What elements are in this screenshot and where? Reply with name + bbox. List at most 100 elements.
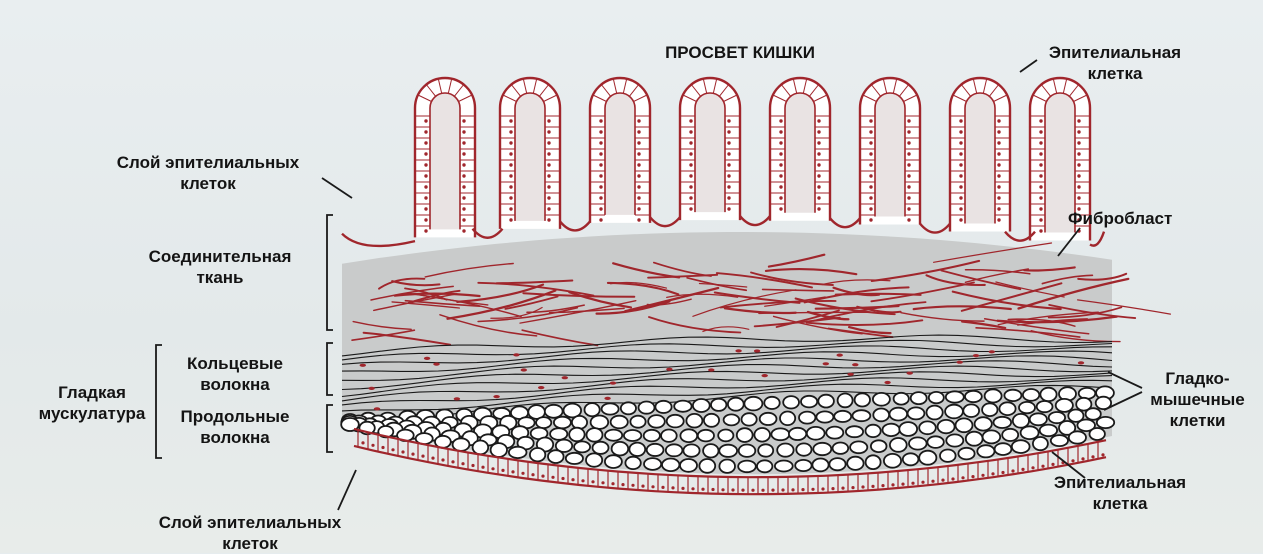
villus-nucleus — [1077, 163, 1080, 166]
longitudinal-muscle-cell — [744, 397, 762, 411]
longitudinal-muscle-cell — [1056, 399, 1073, 412]
villus-nucleus — [1039, 207, 1042, 210]
muscle-nucleus — [884, 381, 890, 384]
longitudinal-muscle-cell — [777, 444, 793, 457]
longitudinal-muscle-cell — [509, 447, 527, 458]
serosa-nucleus — [821, 487, 824, 490]
muscle-nucleus — [604, 397, 610, 400]
longitudinal-muscle-cell — [834, 411, 851, 422]
longitudinal-muscle-cell — [890, 438, 907, 452]
villus-nucleus — [462, 119, 465, 122]
longitudinal-muscle-cell — [801, 396, 817, 408]
villus-nucleus — [547, 141, 550, 144]
serosa-nucleus — [891, 483, 894, 486]
villus-nucleus — [462, 218, 465, 221]
longitudinal-muscle-cell — [569, 428, 584, 442]
serosa-nucleus — [561, 477, 564, 480]
villus-nucleus — [462, 163, 465, 166]
villus-nucleus — [997, 218, 1000, 221]
longitudinal-muscle-cell — [699, 459, 715, 473]
villus-nucleus — [779, 163, 782, 166]
serosa-nucleus — [571, 478, 574, 481]
longitudinal-muscle-cell — [572, 416, 587, 429]
longitudinal-muscle-cell — [807, 427, 825, 440]
smooth-muscle-line1: Гладкая — [22, 382, 162, 403]
longitudinal-fibers-line2: волокна — [165, 427, 305, 448]
villus-nucleus — [869, 174, 872, 177]
villus-nucleus — [599, 152, 602, 155]
serosa-nucleus — [791, 488, 794, 491]
longitudinal-muscle-cell — [789, 428, 806, 440]
epithelial-layer-bottom-line2: клеток — [130, 533, 370, 554]
longitudinal-muscle-cell — [982, 403, 997, 416]
serosa-nucleus — [1081, 457, 1084, 460]
serosa-nucleus — [811, 488, 814, 491]
villus-nucleus — [547, 185, 550, 188]
villus-nucleus — [869, 196, 872, 199]
longitudinal-muscle-cell — [566, 453, 583, 464]
villus-nucleus — [689, 130, 692, 133]
villus-nucleus — [997, 130, 1000, 133]
villus-nucleus — [689, 207, 692, 210]
villus-nucleus — [1077, 185, 1080, 188]
smooth-muscle-line2: мускулатура — [22, 403, 162, 424]
longitudinal-muscle-cell — [833, 443, 849, 454]
longitudinal-muscle-cell — [554, 417, 571, 429]
villus-nucleus — [1039, 119, 1042, 122]
longitudinal-muscle-cell — [999, 402, 1015, 415]
villus-nucleus — [1039, 185, 1042, 188]
villus-nucleus — [424, 185, 427, 188]
longitudinal-muscle-cell — [871, 440, 887, 452]
villus-nucleus — [599, 163, 602, 166]
muscle-nucleus — [562, 376, 568, 379]
bracket-connective-tissue — [327, 215, 333, 330]
villus-nucleus — [509, 218, 512, 221]
villus-nucleus — [869, 119, 872, 122]
epithelial-cell-top-line2: клетка — [1025, 63, 1205, 84]
longitudinal-muscle-cell — [873, 393, 890, 406]
longitudinal-muscle-cell — [909, 437, 927, 449]
longitudinal-muscle-cell — [927, 436, 943, 448]
longitudinal-muscle-cell — [818, 395, 834, 408]
villus-nucleus — [462, 174, 465, 177]
villus-nucleus — [727, 163, 730, 166]
serosa-nucleus — [591, 480, 594, 483]
villus-nucleus — [637, 185, 640, 188]
longitudinal-muscle-cell — [719, 445, 737, 457]
longitudinal-muscle-cell — [683, 444, 699, 456]
crypt-base — [740, 216, 770, 225]
longitudinal-muscle-cell — [838, 394, 853, 408]
villus-nucleus — [547, 119, 550, 122]
villus-nucleus — [869, 130, 872, 133]
longitudinal-muscle-cell — [965, 391, 982, 402]
serosa-nucleus — [761, 489, 764, 492]
muscle-nucleus — [852, 363, 858, 366]
villus-nucleus — [779, 185, 782, 188]
longitudinal-muscle-cell — [667, 415, 684, 428]
longitudinal-muscle-cell — [1069, 431, 1086, 443]
fibroblast-label: Фибробласт — [1068, 208, 1172, 229]
muscle-nucleus — [907, 372, 913, 375]
longitudinal-muscle-cell — [1097, 417, 1114, 428]
villus-nucleus — [907, 218, 910, 221]
serosa-nucleus — [951, 477, 954, 480]
serosa-nucleus — [381, 446, 384, 449]
villus-epithelium — [342, 78, 1104, 246]
villus-nucleus — [779, 152, 782, 155]
epithelial-layer-bottom-label: Слой эпителиальных клеток — [130, 512, 370, 554]
longitudinal-muscle-cell — [799, 412, 815, 424]
muscle-nucleus — [973, 354, 979, 357]
longitudinal-muscle-cell — [929, 392, 944, 403]
serosa-nucleus — [1001, 471, 1004, 474]
serosa-nucleus — [1091, 455, 1094, 458]
longitudinal-muscle-cell — [994, 417, 1012, 428]
villus-nucleus — [1077, 141, 1080, 144]
longitudinal-muscle-cell — [703, 444, 718, 457]
villus-nucleus — [424, 141, 427, 144]
serosa-nucleus — [611, 482, 614, 485]
serosa-nucleus — [901, 483, 904, 486]
longitudinal-muscle-cell — [826, 427, 843, 439]
longitudinal-muscle-cell — [1002, 429, 1018, 441]
longitudinal-muscle-cell — [737, 428, 753, 442]
villus-nucleus — [689, 196, 692, 199]
